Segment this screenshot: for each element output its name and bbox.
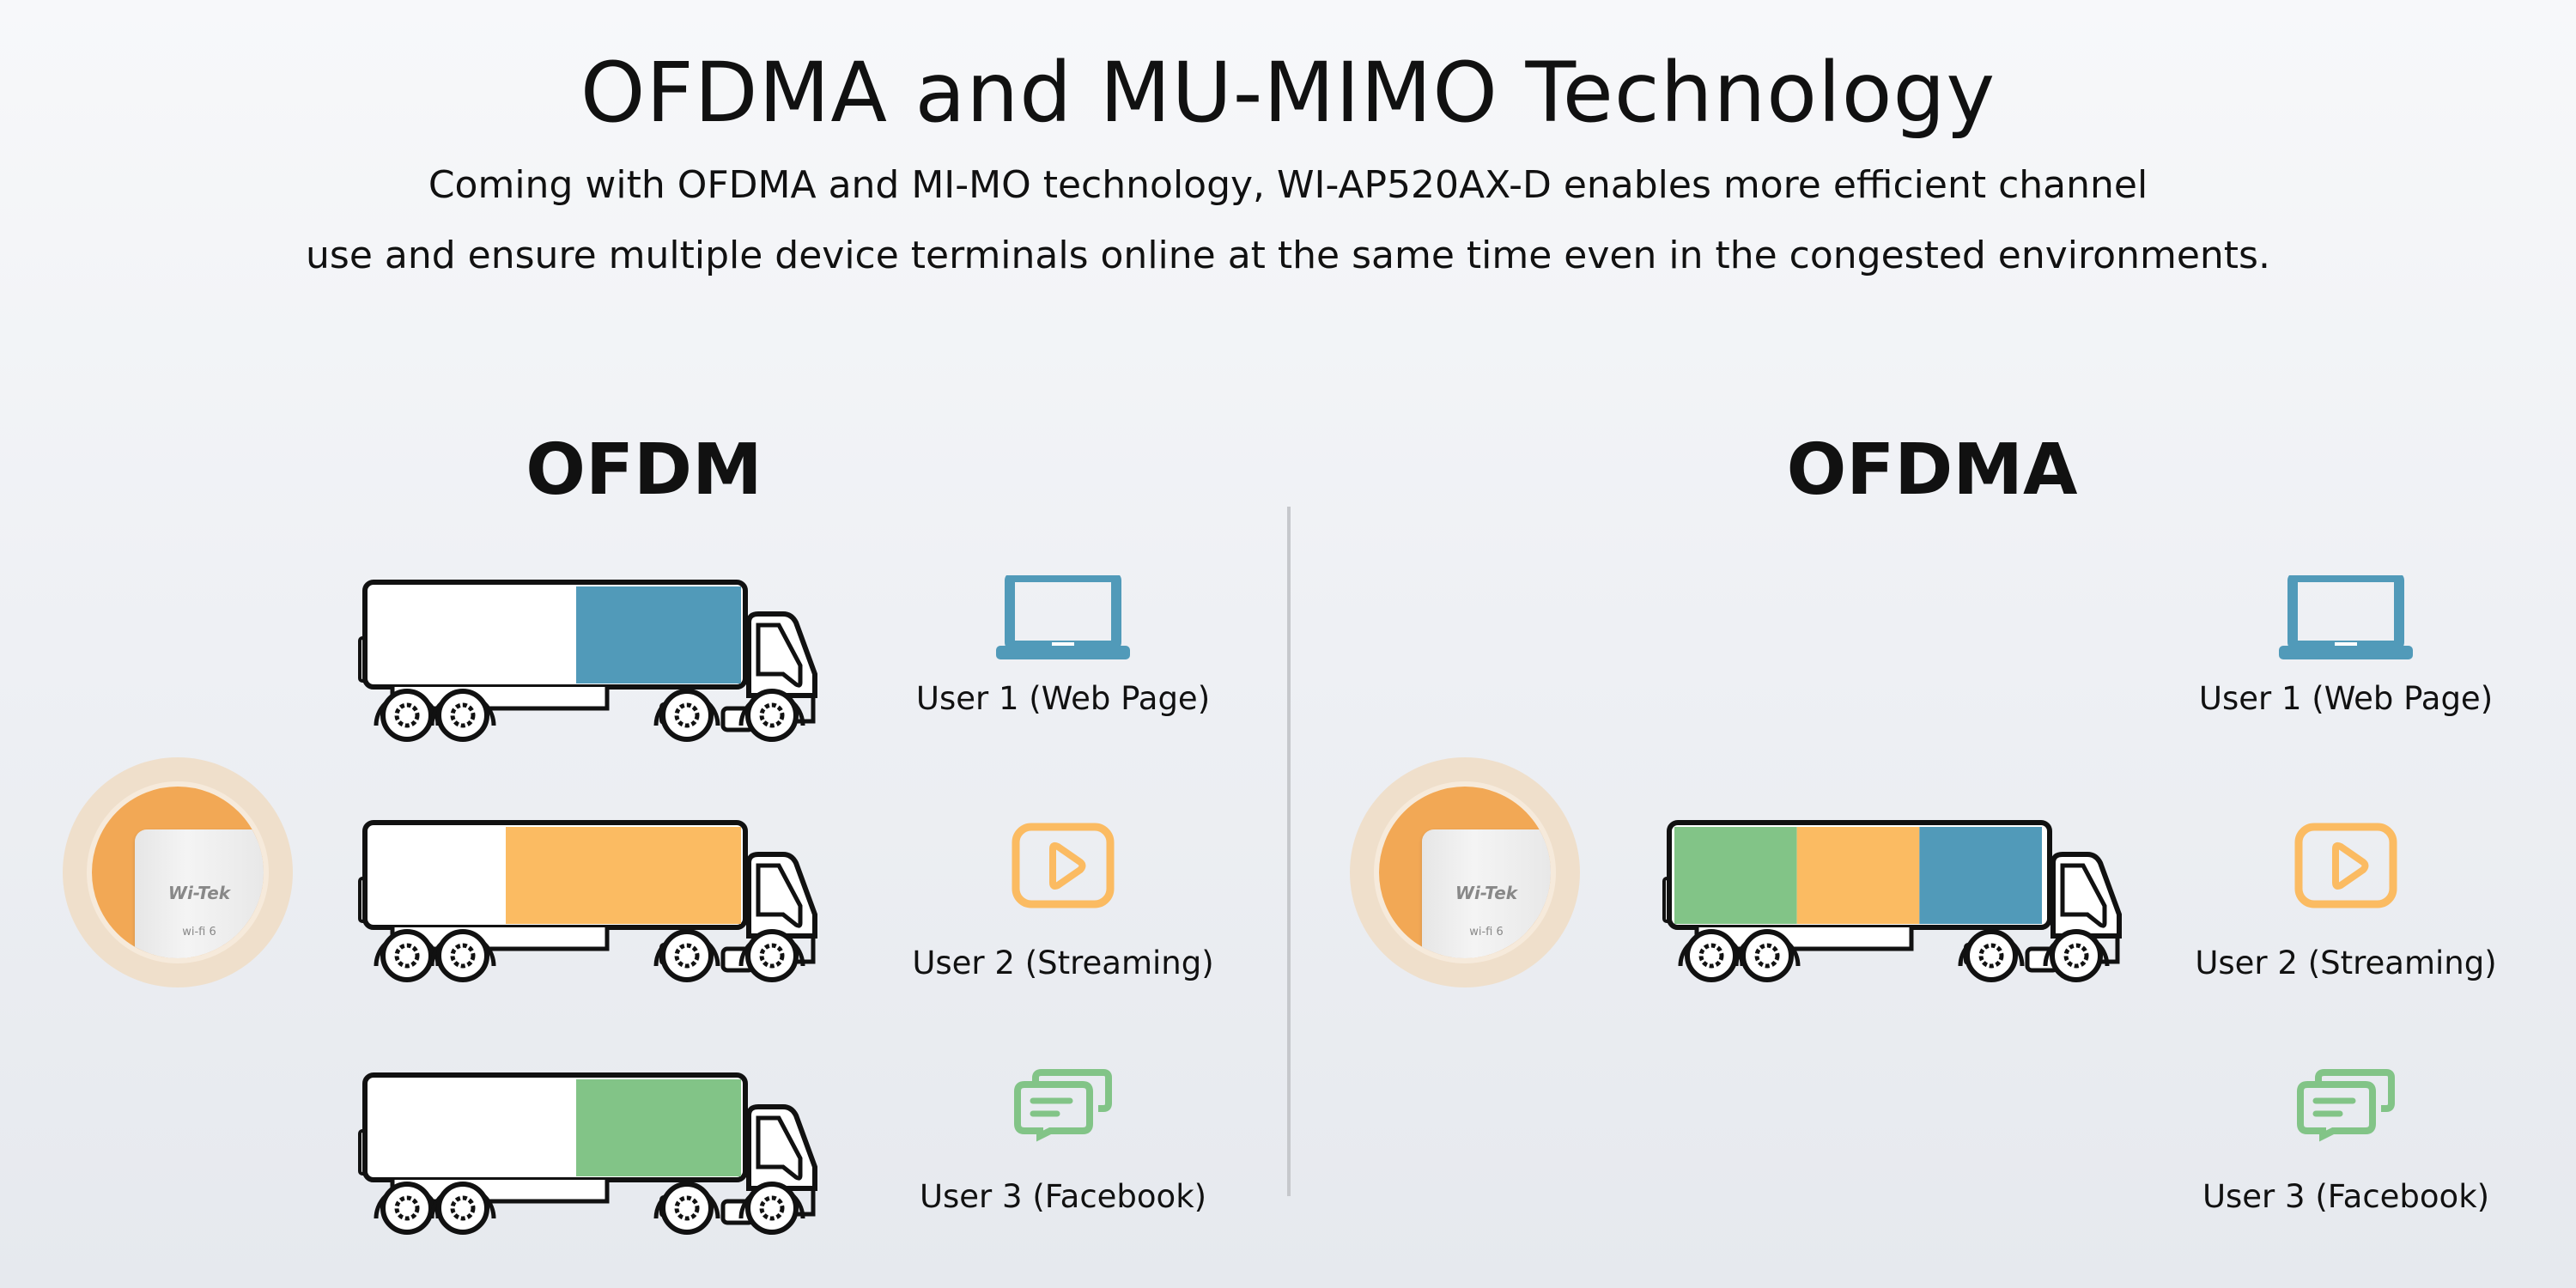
cargo-segment-facebook <box>576 1079 741 1176</box>
subtitle-line-2: use and ensure multiple device terminals… <box>306 234 2270 277</box>
ofdm-heading: OFDM <box>526 429 762 511</box>
wheel <box>653 689 720 742</box>
user-3-ofdm: User 3 (Facebook) <box>891 1069 1235 1215</box>
user-2-label: User 2 (Streaming) <box>2195 945 2497 981</box>
user-1-ofdma: User 1 (Web Page) <box>2174 575 2518 717</box>
cargo-segment-stream <box>1796 827 1920 924</box>
access-point-ofdm: Wi-Tek wi-fi 6 <box>63 757 293 987</box>
wheel <box>738 929 805 982</box>
router-logo: Wi-Tek <box>1455 883 1518 903</box>
wheel <box>738 689 805 742</box>
cargo-segment-web <box>1919 827 2042 924</box>
user-3-label: User 3 (Facebook) <box>919 1178 1207 1215</box>
play-icon <box>2294 823 2397 908</box>
user-3-ofdma: User 3 (Facebook) <box>2174 1069 2518 1215</box>
chat-icon <box>2296 1069 2395 1142</box>
wheel <box>429 689 496 742</box>
section-divider <box>1287 507 1291 1196</box>
wifi6-badge: wi-fi 6 <box>1469 926 1504 939</box>
laptop-icon <box>996 575 1130 659</box>
wheel <box>653 1182 720 1235</box>
user-2-label: User 2 (Streaming) <box>912 945 1214 981</box>
cargo-segment-stream <box>506 827 741 924</box>
user-2-ofdma: User 2 (Streaming) <box>2174 823 2518 981</box>
truck-user-1 <box>358 580 817 742</box>
truck-user-2 <box>358 820 817 982</box>
cargo-segment-facebook <box>1674 827 1797 924</box>
wheel <box>738 1182 805 1235</box>
truck-shared <box>1662 820 2122 982</box>
router-device-image: Wi-Tek wi-fi 6 <box>135 829 264 958</box>
wheel <box>429 1182 496 1235</box>
user-1-ofdm: User 1 (Web Page) <box>891 575 1235 717</box>
wheel <box>2043 929 2110 982</box>
router-logo: Wi-Tek <box>167 883 231 903</box>
wheel <box>1958 929 2025 982</box>
laptop-icon <box>2279 575 2413 659</box>
wheel <box>1734 929 1801 982</box>
truck-user-3 <box>358 1072 817 1235</box>
router-device-image: Wi-Tek wi-fi 6 <box>1422 829 1551 958</box>
ofdma-heading: OFDMA <box>1786 429 2078 511</box>
cargo-segment-web <box>576 586 741 683</box>
play-icon <box>1012 823 1115 908</box>
user-1-label: User 1 (Web Page) <box>915 680 1211 717</box>
wheel <box>653 929 720 982</box>
subtitle-line-1: Coming with OFDMA and MI-MO technology, … <box>428 163 2148 207</box>
page-title: OFDMA and MU-MIMO Technology <box>580 45 1996 141</box>
wifi6-badge: wi-fi 6 <box>182 926 216 939</box>
user-1-label: User 1 (Web Page) <box>2198 680 2494 717</box>
wheel <box>429 929 496 982</box>
access-point-ofdma: Wi-Tek wi-fi 6 <box>1350 757 1580 987</box>
user-3-label: User 3 (Facebook) <box>2202 1178 2490 1215</box>
user-2-ofdm: User 2 (Streaming) <box>891 823 1235 981</box>
chat-icon <box>1013 1069 1112 1142</box>
